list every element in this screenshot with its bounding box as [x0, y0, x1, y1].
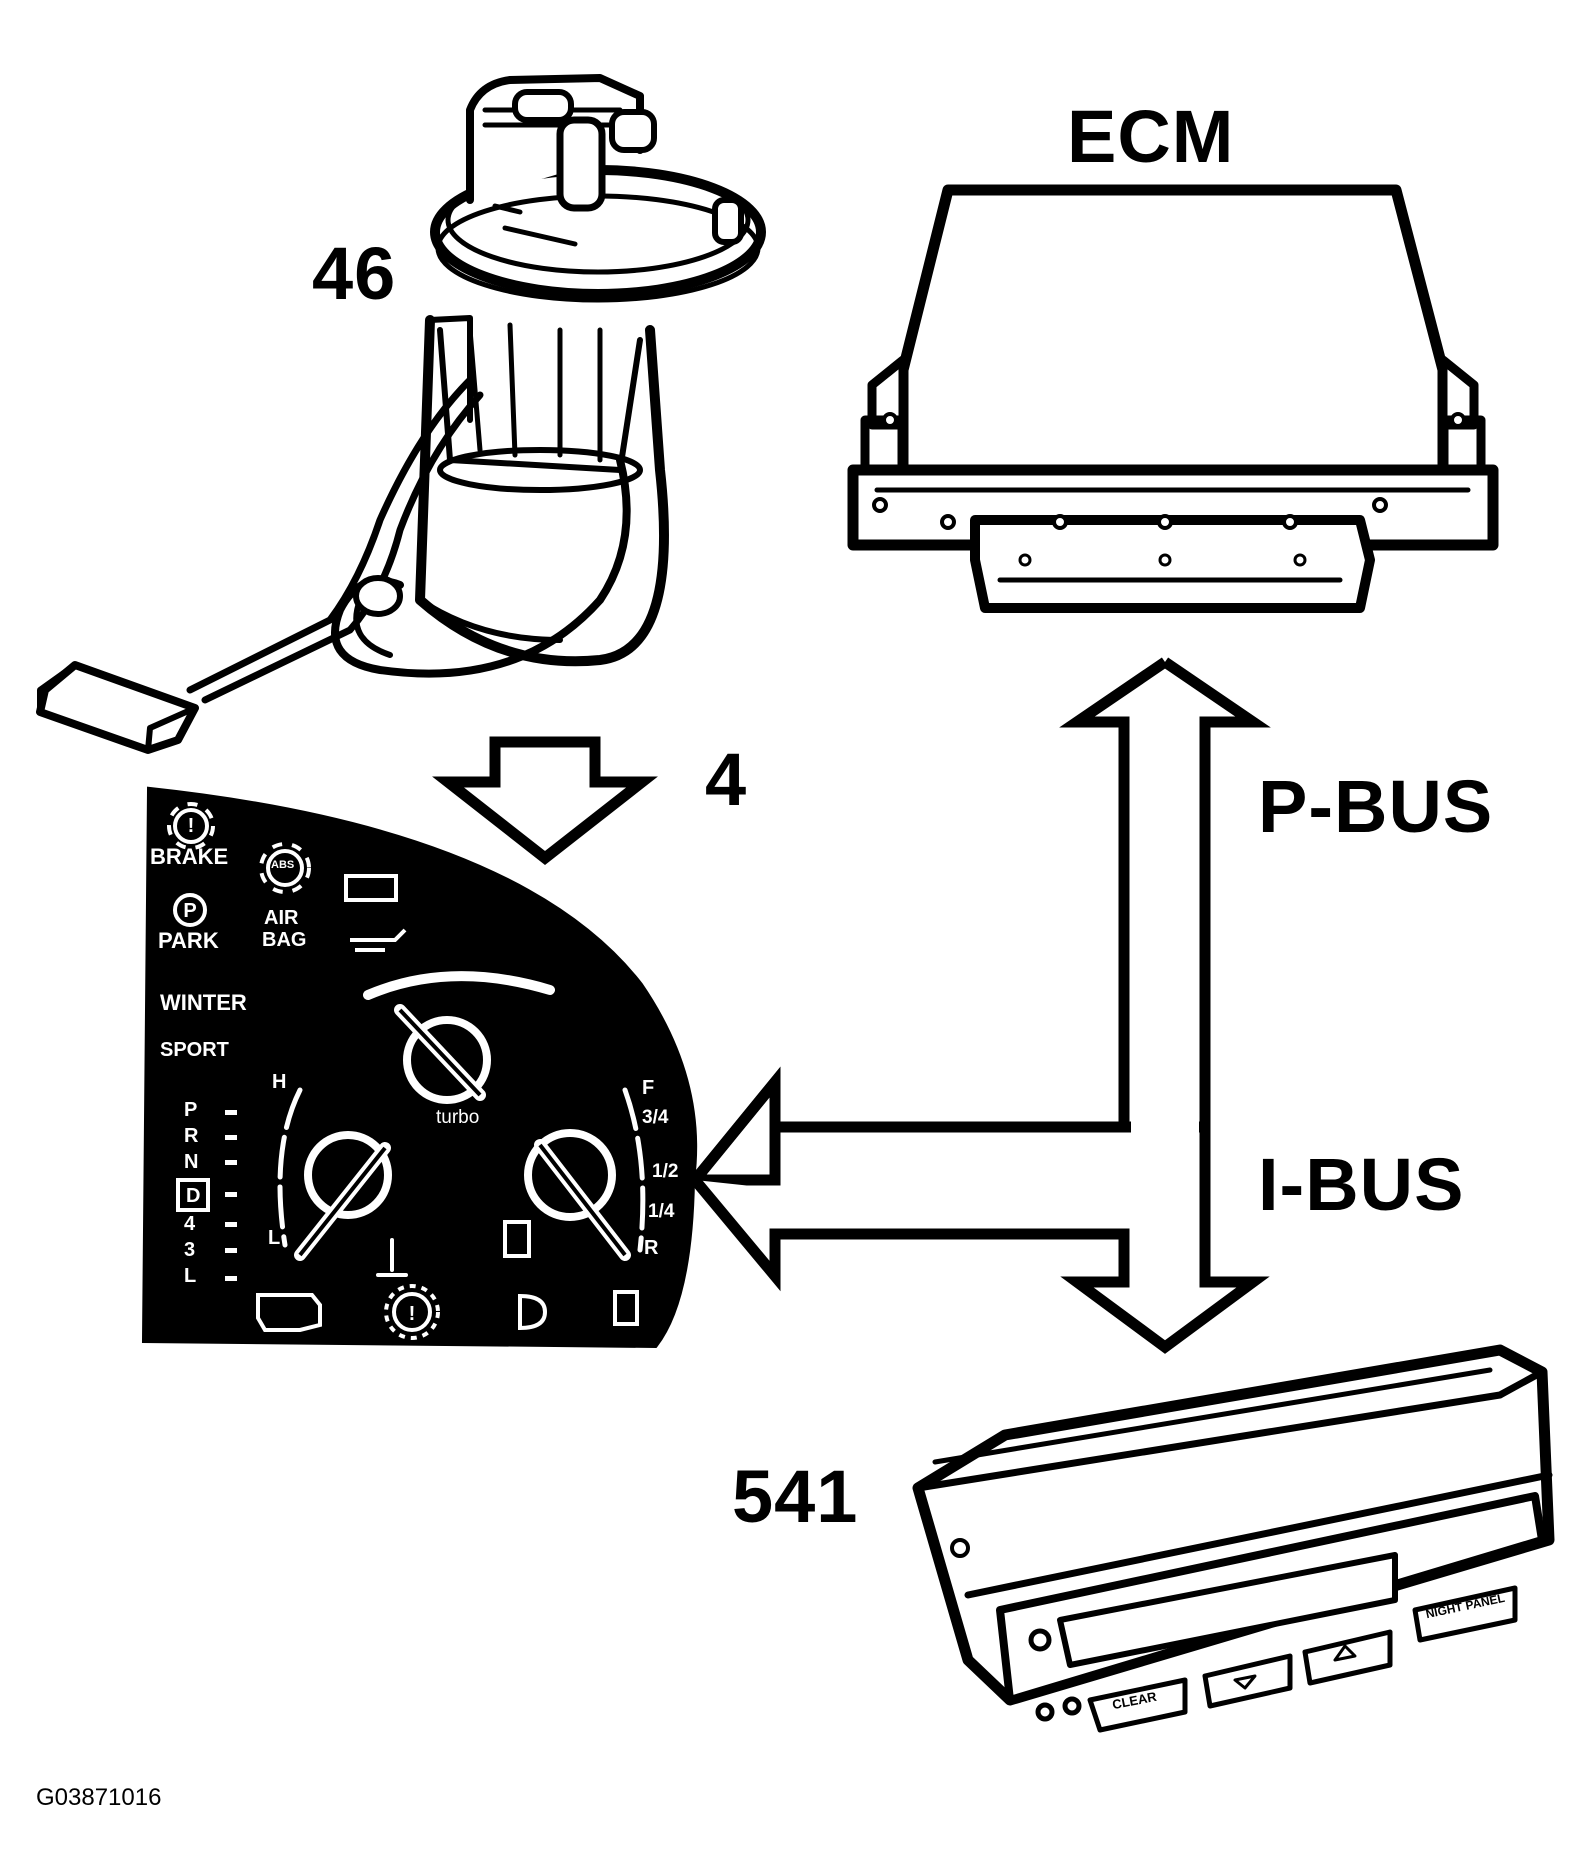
- temp-low-text: L: [268, 1227, 281, 1249]
- fuel-gauge-hub: [524, 1129, 616, 1221]
- fuel-pump-illustration: [36, 74, 766, 754]
- bus-junction: [775, 722, 1211, 1282]
- i-bus-arrow: [690, 1176, 1270, 1354]
- park-brake-icon: [173, 893, 207, 927]
- bag-text: BAG: [262, 929, 307, 951]
- up-button-icon: [1333, 1644, 1357, 1662]
- fuel-pump-icon: [503, 1220, 531, 1258]
- oil-pressure-icon: [350, 928, 407, 952]
- ecm-label: ECM: [1067, 95, 1235, 178]
- gear-d: D: [186, 1185, 201, 1207]
- fuel-half-text: 1/2: [652, 1161, 679, 1182]
- check-engine-icon: [256, 1293, 322, 1332]
- temp-gauge-hub: [304, 1131, 392, 1219]
- fuel-gauge-scale: [622, 1087, 646, 1253]
- temp-high-text: H: [272, 1071, 287, 1093]
- selected-gear-box: [176, 1178, 210, 1212]
- down-button-icon: [1233, 1674, 1257, 1690]
- gear-p: P: [184, 1099, 198, 1121]
- sid-display-label: 541: [732, 1455, 859, 1538]
- i-bus-label: I-BUS: [1258, 1143, 1465, 1226]
- headlight-icon: [518, 1293, 548, 1331]
- brake-text: BRAKE: [150, 844, 229, 869]
- turbo-gauge-hub: [403, 1016, 491, 1104]
- fuel-reserve-text: R: [644, 1237, 659, 1259]
- park-text: PARK: [158, 928, 219, 953]
- abs-warning-icon: [266, 849, 304, 887]
- instrument-cluster-illustration: ! P: [141, 786, 698, 1349]
- brake-warning-icon: [173, 808, 209, 844]
- svg-text:!: !: [188, 815, 195, 837]
- svg-text:P: P: [183, 900, 196, 922]
- fuel-pump-label: 46: [312, 232, 397, 315]
- sport-text: SPORT: [160, 1039, 229, 1061]
- sid-display-illustration: [912, 1344, 1555, 1733]
- figure-reference: G03871016: [36, 1784, 162, 1811]
- p-bus-label: P-BUS: [1258, 765, 1494, 848]
- winter-text: WINTER: [160, 990, 247, 1015]
- fuel-three-quarter-text: 3/4: [642, 1107, 669, 1128]
- temp-gauge-scale: [277, 1087, 303, 1248]
- instrument-cluster-label: 4: [705, 738, 748, 821]
- fuel-full-text: F: [642, 1077, 655, 1099]
- gear-4: 4: [184, 1213, 196, 1235]
- fuel-quarter-text: 1/4: [648, 1201, 675, 1222]
- ecm-module-illustration: [847, 184, 1499, 613]
- coolant-temp-icon: [376, 1238, 408, 1277]
- abs-text: ABS: [271, 859, 295, 871]
- turbo-text: turbo: [436, 1107, 480, 1128]
- gear-3: 3: [184, 1239, 196, 1261]
- brake-system-icon: [392, 1292, 432, 1332]
- battery-warning-icon: [344, 874, 398, 902]
- gear-l: L: [184, 1265, 197, 1287]
- down-arrow-icon: [432, 736, 658, 865]
- svg-text:!: !: [409, 1303, 416, 1325]
- low-fuel-icon: [613, 1290, 639, 1326]
- gear-r: R: [184, 1125, 199, 1147]
- gear-n: N: [184, 1151, 199, 1173]
- turbo-gauge-scale: [363, 971, 555, 1000]
- air-text: AIR: [264, 907, 299, 929]
